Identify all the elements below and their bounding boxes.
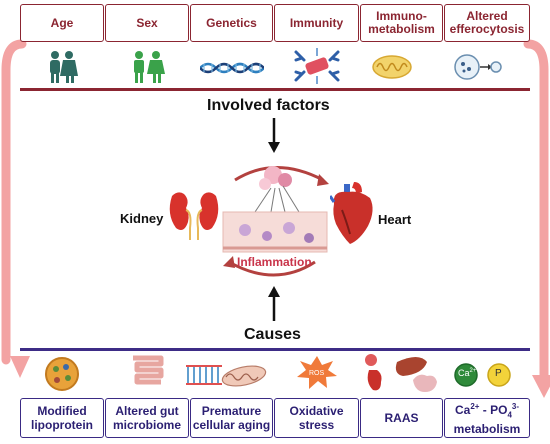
inflammation-label: Inflammation <box>237 255 312 269</box>
male-female-icon <box>134 51 165 83</box>
down-arrow-icon <box>268 118 280 153</box>
cause-raas-box: RAAS <box>360 398 443 438</box>
ros-icon <box>297 356 337 389</box>
cause-ca-po4-box: Ca2+ - PO43-metabolism <box>444 398 530 438</box>
factor-genetics-label: Genetics <box>206 15 257 30</box>
cause-lipoprotein-box: Modified lipoprotein <box>20 398 104 438</box>
factor-sex-box: Sex <box>105 4 189 42</box>
cause-aging-label: Premature cellular aging <box>192 404 271 432</box>
calcium-symbol: Ca <box>458 368 470 378</box>
factor-age-label: Age <box>50 15 74 30</box>
factor-genetics-box: Genetics <box>190 4 273 42</box>
kidney-label: Kidney <box>120 211 164 226</box>
involved-factors-label: Involved factors <box>207 97 330 114</box>
up-arrow-icon <box>268 286 280 321</box>
calcium-phosphate-icon <box>454 363 511 387</box>
ros-text: ROS <box>309 370 325 377</box>
heart-label: Heart <box>378 212 412 227</box>
factor-sex-label: Sex <box>136 15 158 30</box>
heart-icon <box>330 182 373 244</box>
factor-immunity-box: Immunity <box>274 4 359 42</box>
phosphate-text: P <box>495 368 502 379</box>
antibody-icon <box>294 48 340 84</box>
intestine-icon <box>133 355 164 385</box>
factor-immunometabolism-label: Immuno- metabolism <box>368 9 435 36</box>
factor-immunity-label: Immunity <box>289 15 344 30</box>
cause-ca-po4-label: Ca2+ - PO43-metabolism <box>453 401 521 437</box>
cause-microbiome-label: Altered gut microbiome <box>112 404 181 432</box>
causes-label: Causes <box>244 326 301 343</box>
top-divider <box>20 88 530 91</box>
lipoprotein-icon <box>45 357 79 391</box>
cause-lipoprotein-label: Modified lipoprotein <box>31 404 93 432</box>
cause-oxidative-label: Oxidative stress <box>289 404 344 432</box>
bottom-divider <box>20 348 530 351</box>
inflammation-cycle-diagram <box>222 166 329 277</box>
factor-immunometabolism-box: Immuno- metabolism <box>360 4 443 42</box>
kidney-icon <box>169 192 219 240</box>
cause-raas-label: RAAS <box>384 411 419 425</box>
kidney-liver-brain-icon <box>365 354 437 392</box>
factor-efferocytosis-label: Altered efferocytosis <box>449 9 525 36</box>
calcium-text: Ca2+ <box>458 368 477 378</box>
factor-age-box: Age <box>20 4 104 42</box>
factor-efferocytosis-box: Altered efferocytosis <box>444 4 530 42</box>
cause-oxidative-box: Oxidative stress <box>274 398 359 438</box>
dna-mitochondria-icon <box>186 365 267 387</box>
cause-microbiome-box: Altered gut microbiome <box>105 398 189 438</box>
people-icon <box>50 51 78 83</box>
dna-icon <box>200 62 264 74</box>
phagocytosis-icon <box>454 54 502 80</box>
cause-aging-box: Premature cellular aging <box>190 398 273 438</box>
mitochondria-icon <box>372 55 412 79</box>
